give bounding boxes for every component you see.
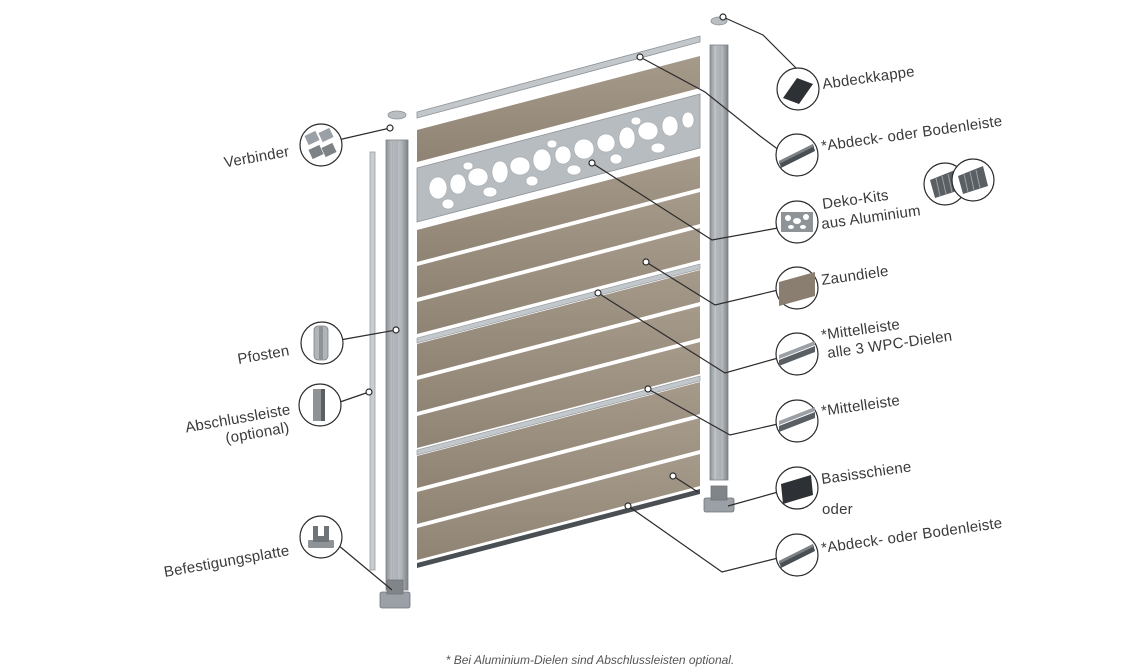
plank [417, 192, 700, 298]
end-strip [369, 151, 376, 571]
deco-panel [416, 93, 701, 223]
footnote: * Bei Aluminium-Dielen sind Abschlusslei… [446, 653, 735, 667]
label-abdeckkappe: Abdeckkappe [821, 63, 916, 93]
label-pfosten: Pfosten [236, 342, 290, 368]
label-oder: oder [822, 501, 853, 518]
label-abdeckleiste-bottom: *Abdeck- oder Bodenleiste [820, 515, 1003, 557]
plank [417, 56, 700, 162]
leader-lines [331, 16, 801, 591]
thumb-mittelleiste [775, 399, 819, 443]
thumb-deko-extra-2 [951, 158, 995, 202]
top-cover-strip [416, 35, 701, 119]
base-plate-left [379, 579, 411, 609]
thumb-abdeckleiste-bottom [775, 533, 819, 577]
left-post [385, 110, 409, 591]
thumb-basisschiene [775, 466, 819, 510]
base-plate-right [703, 485, 735, 513]
left-post-cap [387, 110, 407, 120]
plank [417, 306, 700, 412]
plank [417, 454, 700, 560]
thumb-abdeckkappe [776, 67, 820, 111]
right-post [709, 16, 729, 481]
thumb-deko-kit [775, 200, 819, 244]
thumb-verbinder [299, 123, 343, 167]
label-verbinder: Verbinder [223, 143, 291, 171]
thumb-pfosten [300, 321, 344, 365]
leader-dots [365, 13, 727, 510]
middle-rail [416, 263, 701, 344]
plank [417, 382, 700, 488]
fence-illustration [369, 16, 735, 609]
plank [417, 228, 700, 334]
thumb-abschlussleiste [298, 383, 342, 427]
thumb-zaundiele [775, 266, 819, 310]
thumb-befestigungsplatte [299, 515, 343, 559]
label-abdeckleiste-top: *Abdeck- oder Bodenleiste [820, 113, 1003, 155]
plank [417, 342, 700, 448]
planks [417, 56, 700, 560]
label-zaundiele: Zaundiele [820, 263, 889, 289]
plank [417, 418, 700, 524]
thumb-mittelleiste-wpc [775, 332, 819, 376]
label-befestigungsplatte: Befestigungsplatte [163, 542, 291, 581]
plank [417, 270, 700, 376]
label-basisschiene: Basisschiene [820, 458, 912, 487]
middle-rail [416, 375, 701, 456]
label-mittelleiste: *Mittelleiste [820, 392, 901, 420]
plank [417, 156, 700, 262]
thumb-abdeckleiste-top [775, 133, 819, 177]
